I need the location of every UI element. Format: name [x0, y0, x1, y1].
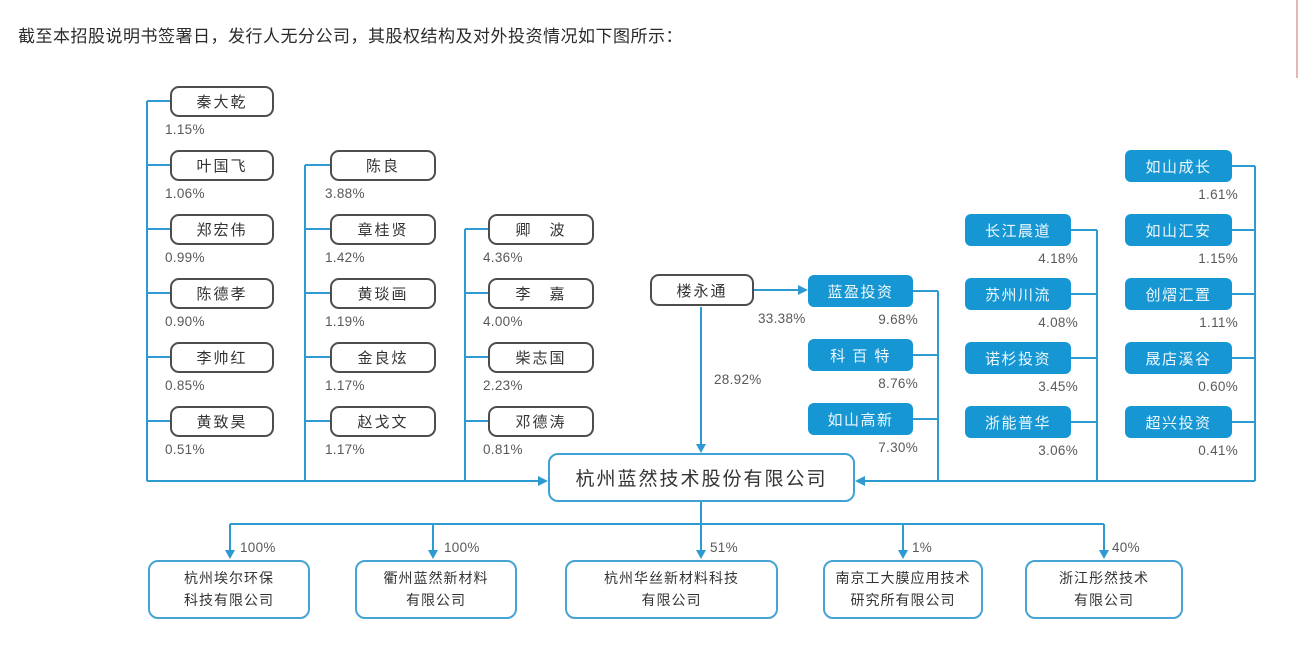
- shareholder-pct: 0.51%: [165, 442, 205, 457]
- arrow-left-feed: [538, 476, 548, 486]
- shareholder-box: 陈德孝: [170, 278, 274, 309]
- subsidiary-pct: 51%: [710, 540, 738, 555]
- institution-pct: 8.76%: [878, 376, 918, 391]
- page-edge-artifact: [1296, 0, 1298, 78]
- shareholder-pct: 1.19%: [325, 314, 365, 329]
- subsidiary-box: 浙江彤然技术 有限公司: [1025, 560, 1183, 619]
- subsidiary-name-line2: 有限公司: [641, 591, 702, 608]
- institution-box: 晟店溪谷: [1125, 342, 1232, 374]
- institution-pct: 3.45%: [1038, 379, 1078, 394]
- shareholder-pct: 3.88%: [325, 186, 365, 201]
- founder-box: 楼永通: [650, 274, 754, 306]
- company-box: 杭州蓝然技术股份有限公司: [548, 453, 855, 502]
- institution-box: 科 百 特: [808, 339, 913, 371]
- arrow-sub-5: [1099, 550, 1109, 559]
- institution-pct: 1.11%: [1199, 315, 1238, 330]
- institution-pct: 3.06%: [1038, 443, 1078, 458]
- subsidiary-pct: 100%: [240, 540, 276, 555]
- shareholder-box: 卿 波: [488, 214, 594, 245]
- subsidiary-pct: 100%: [444, 540, 480, 555]
- shareholder-pct: 1.17%: [325, 378, 365, 393]
- institution-pct: 1.15%: [1198, 251, 1238, 266]
- arrow-sub-2: [428, 550, 438, 559]
- subsidiary-pct: 1%: [912, 540, 933, 555]
- shareholder-pct: 4.00%: [483, 314, 523, 329]
- shareholder-box: 金良炫: [330, 342, 436, 373]
- subsidiary-name-line2: 科技有限公司: [184, 591, 274, 608]
- subsidiary-name-line1: 杭州埃尔环保: [184, 569, 274, 586]
- institution-box: 如山高新: [808, 403, 913, 435]
- subsidiary-box: 杭州埃尔环保 科技有限公司: [148, 560, 310, 619]
- institution-box: 浙能普华: [965, 406, 1071, 438]
- institution-pct: 1.61%: [1198, 187, 1238, 202]
- institution-box: 超兴投资: [1125, 406, 1232, 438]
- shareholder-pct: 1.17%: [325, 442, 365, 457]
- institution-pct: 4.18%: [1038, 251, 1078, 266]
- founder-stake-lanying-pct: 33.38%: [758, 311, 806, 326]
- shareholder-box: 秦大乾: [170, 86, 274, 117]
- shareholder-pct: 0.85%: [165, 378, 205, 393]
- subsidiary-name-line2: 有限公司: [406, 591, 466, 608]
- institution-pct: 7.30%: [878, 440, 918, 455]
- arrow-sub-4: [898, 550, 908, 559]
- shareholder-box: 赵戈文: [330, 406, 436, 437]
- institution-box: 蓝盈投资: [808, 275, 913, 307]
- subsidiary-name-line2: 有限公司: [1074, 591, 1134, 608]
- founder-stake-company-pct: 28.92%: [714, 372, 762, 387]
- arrow-founder-lanying: [798, 285, 808, 295]
- shareholder-pct: 1.06%: [165, 186, 205, 201]
- subsidiary-name-line1: 南京工大膜应用技术: [835, 569, 971, 586]
- subsidiary-name-line1: 浙江彤然技术: [1059, 569, 1149, 586]
- shareholder-pct: 2.23%: [483, 378, 523, 393]
- subsidiary-box: 衢州蓝然新材料 有限公司: [355, 560, 517, 619]
- institution-box: 诺杉投资: [965, 342, 1071, 374]
- shareholder-box: 黄致昊: [170, 406, 274, 437]
- arrow-sub-3: [696, 550, 706, 559]
- header-text: 截至本招股说明书签署日，发行人无分公司，其股权结构及对外投资情况如下图所示：: [18, 27, 683, 46]
- shareholder-pct: 0.90%: [165, 314, 205, 329]
- shareholder-box: 邓德涛: [488, 406, 594, 437]
- shareholder-box: 李帅红: [170, 342, 274, 373]
- arrow-founder-company: [696, 444, 706, 453]
- shareholder-pct: 1.42%: [325, 250, 365, 265]
- shareholder-pct: 1.15%: [165, 122, 205, 137]
- shareholder-pct: 4.36%: [483, 250, 523, 265]
- institution-box: 如山汇安: [1125, 214, 1232, 246]
- institution-box: 苏州川流: [965, 278, 1071, 310]
- shareholder-box: 柴志国: [488, 342, 594, 373]
- institution-pct: 4.08%: [1038, 315, 1078, 330]
- subsidiary-bus: [229, 502, 1105, 550]
- institution-pct: 0.60%: [1198, 379, 1238, 394]
- shareholder-pct: 0.99%: [165, 250, 205, 265]
- shareholder-box: 黄琰画: [330, 278, 436, 309]
- subsidiary-box: 南京工大膜应用技术 研究所有限公司: [823, 560, 983, 619]
- institution-pct: 9.68%: [878, 312, 918, 327]
- shareholder-box: 陈良: [330, 150, 436, 181]
- shareholder-box: 李 嘉: [488, 278, 594, 309]
- institution-pct: 0.41%: [1198, 443, 1238, 458]
- arrow-right-feed: [855, 476, 865, 486]
- shareholder-box: 章桂贤: [330, 214, 436, 245]
- shareholder-box: 叶国飞: [170, 150, 274, 181]
- institution-box: 长江晨道: [965, 214, 1071, 246]
- col1-spine: [146, 100, 170, 481]
- institution-box: 创熠汇置: [1125, 278, 1232, 310]
- subsidiary-name-line2: 研究所有限公司: [850, 591, 956, 608]
- institution-box: 如山成长: [1125, 150, 1232, 182]
- subsidiary-name-line1: 衢州蓝然新材料: [383, 569, 489, 586]
- subsidiary-box: 杭州华丝新材料科技 有限公司: [565, 560, 778, 619]
- arrow-sub-1: [225, 550, 235, 559]
- subsidiary-pct: 40%: [1112, 540, 1140, 555]
- shareholder-pct: 0.81%: [483, 442, 523, 457]
- subsidiary-name-line1: 杭州华丝新材料科技: [604, 569, 739, 586]
- shareholder-box: 郑宏伟: [170, 214, 274, 245]
